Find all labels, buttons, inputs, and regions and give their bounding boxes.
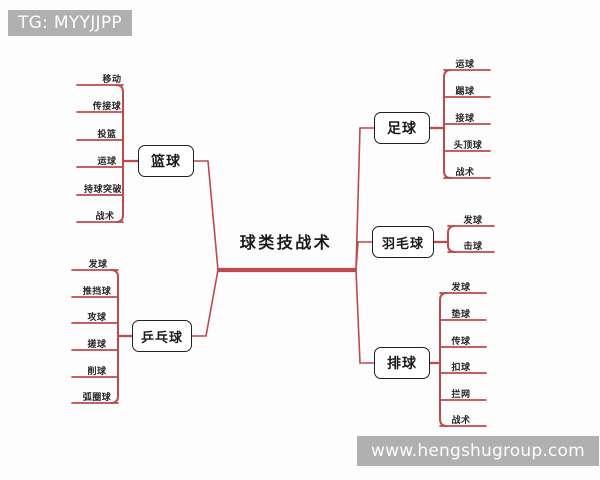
leaf-label-soccer: 战术: [455, 168, 475, 178]
leaf-label-volleyball: 拦网: [451, 390, 471, 400]
leaf-label-volleyball: 扣球: [451, 363, 471, 373]
leaf-label-volleyball: 发球: [451, 283, 471, 293]
leaf-label-volleyball: 传球: [451, 337, 471, 347]
branch-node-soccer[interactable]: 足球: [374, 112, 430, 144]
branch-node-tabletennis[interactable]: 乒乓球: [132, 320, 192, 352]
leaf-label-soccer: 接球: [455, 114, 475, 124]
branch-node-label: 足球: [387, 121, 417, 137]
leaf-label-basketball: 持球突破: [83, 185, 123, 195]
leaf-label-tabletennis: 搓球: [87, 340, 107, 350]
leaf-label-volleyball: 垫球: [451, 310, 471, 320]
branch-node-badminton[interactable]: 羽毛球: [372, 226, 434, 258]
leaf-label-basketball: 投篮: [97, 130, 117, 140]
branch-node-label: 乒乓球: [140, 330, 183, 346]
leaf-label-tabletennis: 发球: [88, 260, 108, 270]
leaf-label-badminton: 发球: [463, 216, 483, 226]
center-node-label: 球类技战术: [239, 233, 333, 252]
leaf-label-basketball: 移动: [102, 75, 122, 85]
leaf-label-volleyball: 战术: [451, 416, 471, 426]
leaf-label-basketball: 传接球: [92, 102, 122, 112]
branch-node-label: 篮球: [151, 154, 181, 170]
leaf-label-tabletennis: 削球: [87, 367, 107, 377]
branch-node-volleyball[interactable]: 排球: [374, 347, 430, 379]
watermark-telegram: TG: MYYJJPP: [8, 10, 132, 36]
leaf-label-soccer: 运球: [455, 60, 475, 70]
leaf-label-soccer: 踢球: [455, 87, 475, 97]
leaf-label-tabletennis: 推挡球: [82, 287, 112, 297]
branch-node-basketball[interactable]: 篮球: [138, 145, 194, 177]
branch-node-label: 羽毛球: [381, 236, 424, 252]
branch-node-label: 排球: [387, 356, 417, 372]
leaf-label-basketball: 运球: [97, 157, 117, 167]
leaf-label-soccer: 头顶球: [453, 141, 483, 151]
leaf-label-badminton: 击球: [463, 242, 483, 252]
leaf-label-tabletennis: 弧圈球: [82, 393, 112, 403]
watermark-url: www.hengshugroup.com: [357, 436, 599, 466]
leaf-label-tabletennis: 攻球: [87, 313, 107, 323]
leaf-label-basketball: 战术: [95, 212, 115, 222]
